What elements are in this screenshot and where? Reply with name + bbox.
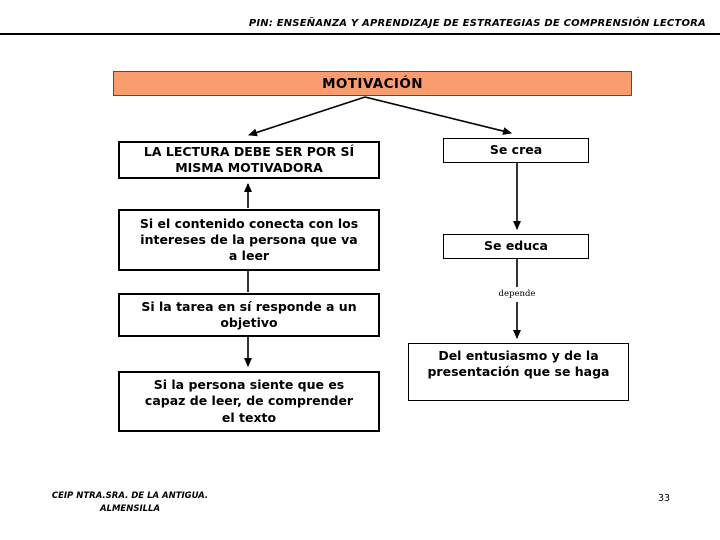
flow-box-se-educa: Se educa <box>443 234 589 259</box>
connector-label-depende: depende <box>498 289 536 299</box>
flow-box-tarea-objetivo: Si la tarea en sí responde a un objetivo <box>118 293 380 337</box>
title-box: MOTIVACIÓN <box>113 71 632 96</box>
page-number: 33 <box>658 493 671 504</box>
header-rule <box>0 33 720 35</box>
header-title: PIN: ENSEÑANZA Y APRENDIZAJE DE ESTRATEG… <box>248 18 706 29</box>
flow-box-entusiasmo-presentacion: Del entusiasmo y de la presentación que … <box>408 343 629 401</box>
flow-box-lectura-motivadora: LA LECTURA DEBE SER POR SÍ MISMA MOTIVAD… <box>118 141 380 179</box>
flow-box-se-crea: Se crea <box>443 138 589 163</box>
flow-box-contenido-intereses: Si el contenido conecta con los interese… <box>118 209 380 271</box>
footer-institution: CEIP NTRA.SRA. DE LA ANTIGUA. ALMENSILLA <box>51 491 209 514</box>
arrow-title-to-left-box <box>248 96 366 137</box>
arrow-title-to-se-crea <box>364 96 512 135</box>
flow-box-persona-capaz: Si la persona siente que es capaz de lee… <box>118 371 380 432</box>
